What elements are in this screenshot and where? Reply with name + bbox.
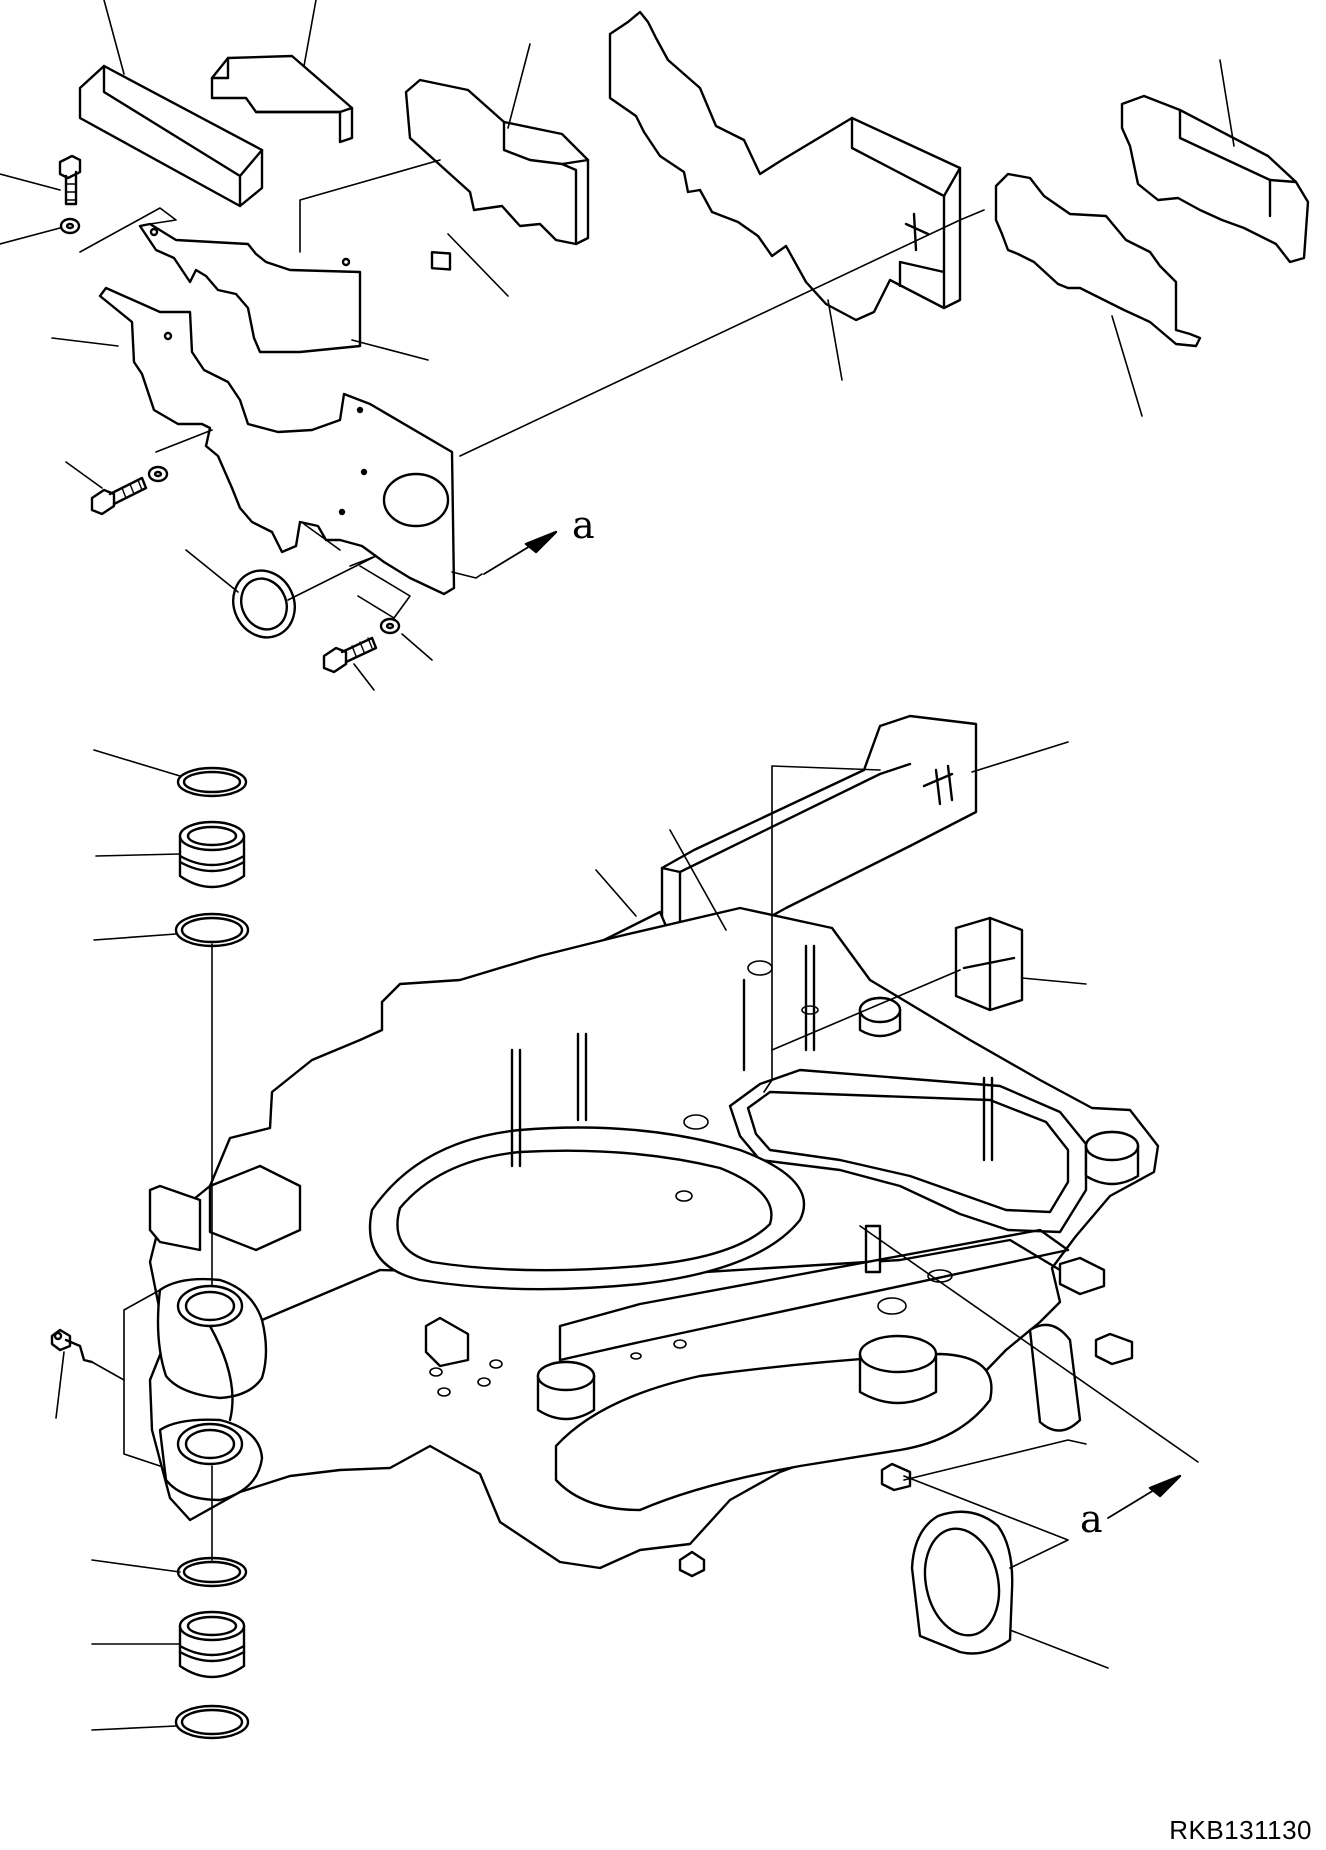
engine-mount-4 — [858, 996, 902, 1038]
seal-ring-upper — [232, 569, 296, 639]
foam-pad-step — [210, 54, 354, 144]
revolving-frame — [148, 906, 1160, 1578]
oring-4 — [174, 1704, 250, 1740]
leader-lines-upper — [0, 0, 1235, 691]
seal-ring-lower — [910, 1510, 1014, 1655]
washer-lower — [379, 617, 401, 635]
grease-fitting — [50, 1328, 94, 1364]
view-marker-top: a — [572, 503, 595, 547]
bolt-mid-left — [90, 476, 148, 516]
engine-mount-3 — [1084, 1130, 1140, 1186]
view-marker-bottom: a — [1080, 1497, 1103, 1541]
small-shim — [430, 251, 452, 271]
engine-mount-2 — [858, 1334, 938, 1405]
bushing-1 — [178, 820, 246, 889]
mounting-plate-upper — [138, 222, 362, 354]
washer-mid-left — [147, 465, 169, 483]
oring-1 — [176, 766, 248, 798]
foam-pad-long — [78, 64, 264, 208]
leader-lines-lower — [55, 741, 1199, 1731]
bolt-lower — [322, 636, 378, 674]
drawing-reference-code: RKB131130 — [1169, 1815, 1312, 1845]
engine-mount-1 — [536, 1360, 596, 1421]
oring-2 — [174, 912, 250, 948]
small-foam-block — [954, 916, 1024, 1012]
view-arrow-a-top — [483, 530, 558, 575]
view-arrow-a-bottom — [1107, 1474, 1182, 1519]
foam-pad-tall — [608, 10, 962, 322]
main-side-panel — [98, 286, 456, 596]
bolt-top-left — [58, 154, 82, 206]
foam-pad-right — [1120, 94, 1310, 264]
thin-plate-right — [994, 172, 1202, 348]
washer-top-left — [59, 217, 81, 235]
oring-3 — [176, 1556, 248, 1588]
foam-pad-profile — [404, 78, 590, 246]
bushing-2 — [178, 1610, 246, 1679]
